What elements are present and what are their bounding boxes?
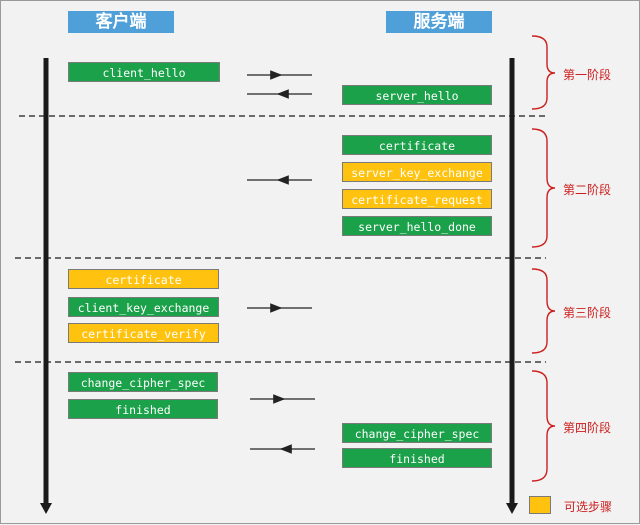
legend-optional-label: 可选步骤	[564, 500, 613, 514]
phase-label-2: 第二阶段	[563, 183, 612, 197]
msg-client-change-cipher-spec: change_cipher_spec	[68, 372, 218, 392]
phase-label-4: 第四阶段	[563, 421, 612, 435]
msg-certificate-request: certificate_request	[342, 189, 492, 209]
client-lifeline-arrowhead	[40, 503, 52, 514]
legend-optional-swatch	[529, 496, 551, 514]
phase-label-3: 第三阶段	[563, 306, 612, 320]
msg-server-hello-done: server_hello_done	[342, 216, 492, 236]
bracket-phase-2	[531, 128, 556, 248]
msg-client-key-exchange: client_key_exchange	[68, 297, 219, 317]
server-lifeline-arrowhead	[506, 503, 518, 514]
msg-client-certificate: certificate	[68, 269, 219, 289]
msg-client-hello: client_hello	[68, 62, 220, 82]
msg-client-finished: finished	[68, 399, 218, 419]
bracket-phase-4	[531, 370, 556, 482]
bracket-phase-1	[531, 35, 556, 110]
msg-certificate-verify: certificate_verify	[68, 323, 219, 343]
msg-server-certificate: certificate	[342, 135, 492, 155]
msg-server-change-cipher-spec: change_cipher_spec	[342, 423, 492, 443]
bracket-phase-3	[531, 268, 556, 354]
msg-server-hello: server_hello	[342, 85, 492, 105]
msg-server-finished: finished	[342, 448, 492, 468]
server-header: 服务端	[386, 11, 492, 33]
phase-label-1: 第一阶段	[563, 68, 612, 82]
msg-server-key-exchange: server_key_exchange	[342, 162, 492, 182]
client-header: 客户端	[68, 11, 174, 33]
